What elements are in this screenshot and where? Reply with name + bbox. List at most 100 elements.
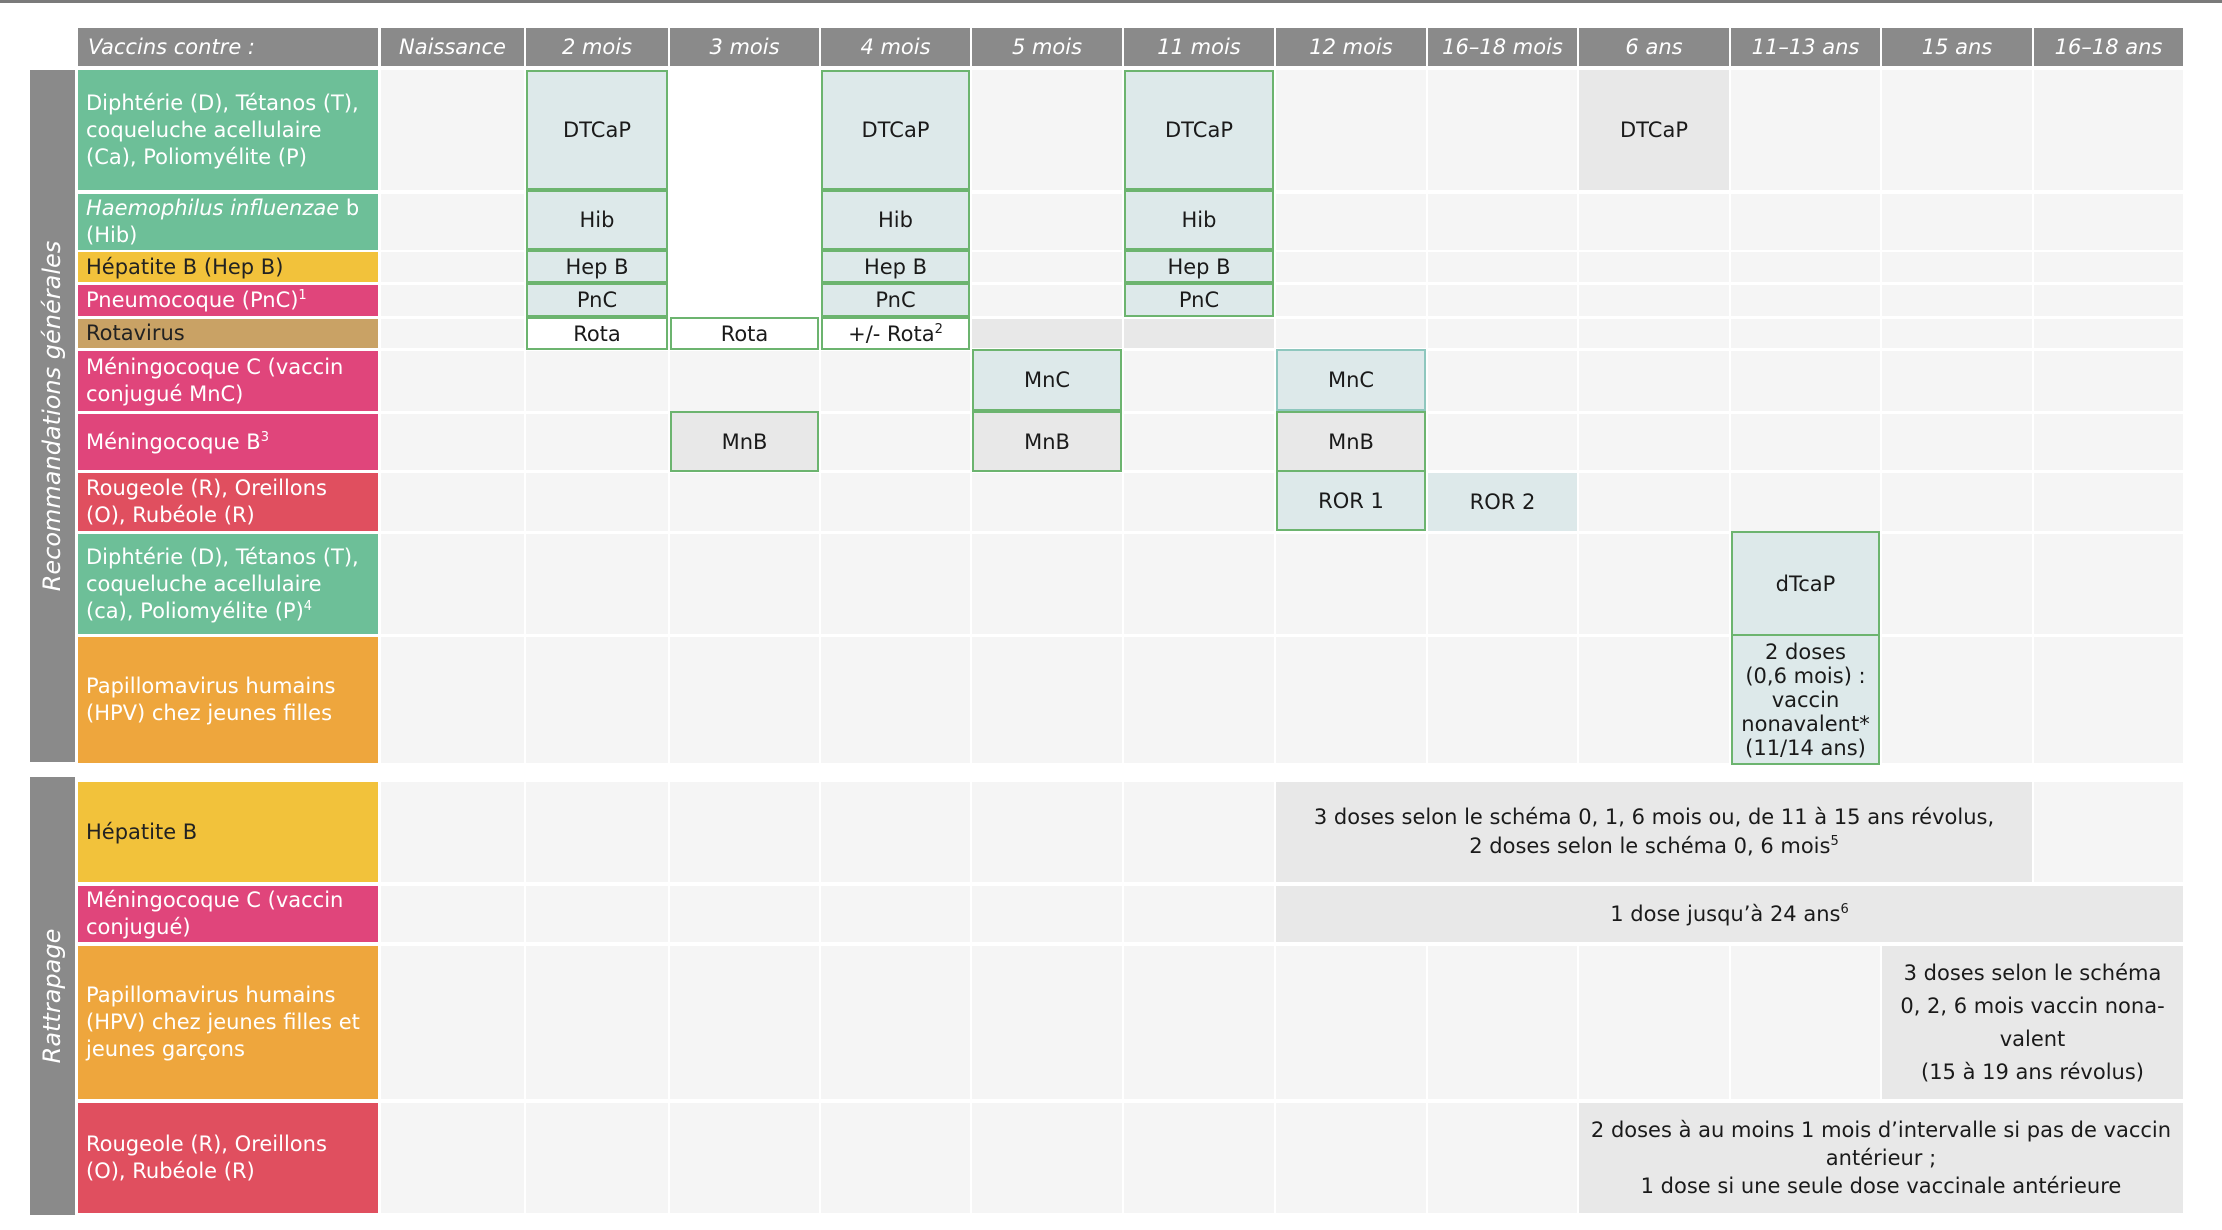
- grid-cell: [2034, 285, 2183, 316]
- row-label-dtcap-booster: Diphtérie (D), Tétanos (T), coqueluche a…: [78, 534, 378, 634]
- grid-cell: [381, 473, 524, 531]
- grid-cell: [670, 782, 819, 882]
- dose-mnb-3-mois-text: MnB: [722, 430, 768, 454]
- dose-hib: Hib: [526, 190, 668, 250]
- dose-text: nonavalent*: [1741, 711, 1870, 736]
- grid-cell: [1124, 637, 1274, 763]
- row-label-hpv-catchup: Papillomavirus humains (HPV) chez jeunes…: [78, 946, 378, 1099]
- dose-hep-b: Hep B: [526, 250, 668, 283]
- dose-mnc-5-mois-text: MnC: [1024, 368, 1070, 392]
- grid-cell: [1731, 194, 1880, 250]
- grid-cell: [972, 252, 1122, 282]
- dose-text-line: 3 doses selon le schéma: [1900, 957, 2164, 990]
- dose-text: DTCaP: [1165, 118, 1233, 142]
- grid-cell: [1124, 473, 1274, 531]
- dose-dtcap-6-ans-text: DTCaP: [1620, 118, 1688, 142]
- grid-cell: [381, 637, 524, 763]
- dose-text: PnC: [1178, 288, 1220, 312]
- row-label-main: Papillomavirus humains (HPV) chez jeunes…: [86, 674, 336, 725]
- grid-cell: [381, 782, 524, 882]
- dose-hep-b: Hep B: [1124, 250, 1274, 283]
- grid-cell: [1731, 473, 1880, 531]
- grid-cell: [2034, 414, 2183, 470]
- grid-cell: [1731, 252, 1880, 282]
- grid-cell: [1731, 351, 1880, 411]
- dose-hep-b-text: Hep B: [1167, 255, 1230, 279]
- dose-text-line: 2 doses à au moins 1 mois d’intervalle s…: [1591, 1116, 2171, 1144]
- row-label-hib: Haemophilus influenzae b (Hib): [78, 194, 378, 250]
- dose-footnote: 6: [1840, 902, 1849, 917]
- dose-text: Hib: [878, 208, 913, 232]
- row-label-main: Diphtérie (D), Tétanos (T), coqueluche a…: [86, 544, 359, 623]
- header-age-label: 16–18 mois: [1442, 35, 1563, 59]
- catchup-meningocoque-c-text: 1 dose jusqu’à 24 ans6: [1610, 902, 1849, 926]
- row-label-main: Rotavirus: [86, 321, 185, 345]
- dose-text-line: PnC: [1179, 288, 1219, 312]
- grid-cell: [381, 414, 524, 470]
- grid-cell: [381, 319, 524, 348]
- dose-text: MnC: [1327, 368, 1375, 392]
- dose-text-line: (11/14 ans): [1741, 736, 1869, 760]
- row-label-main: Rougeole (R), Oreillons (O), Rubéole (R): [86, 1132, 327, 1183]
- grid-cell: [1428, 285, 1577, 316]
- grid-cell: [821, 473, 970, 531]
- dose-hep-b: Hep B: [821, 250, 970, 283]
- dose-text-line: valent: [1900, 1023, 2164, 1056]
- grid-cell: [1428, 252, 1577, 282]
- dose-rota: Rota: [670, 317, 819, 350]
- grid-cell: [1731, 285, 1880, 316]
- grid-cell: [526, 351, 668, 411]
- grid-cell: [526, 782, 668, 882]
- row-label-text: Rougeole (R), Oreillons (O), Rubéole (R): [86, 475, 370, 529]
- row-label-text: Haemophilus influenzae b (Hib): [86, 195, 370, 249]
- row-label-text: Méningocoque C (vaccin conjugué MnC): [86, 354, 370, 408]
- dose-pnc: PnC: [821, 283, 970, 317]
- grid-cell: [1579, 319, 1729, 348]
- grid-cell: [2034, 252, 2183, 282]
- row-label-main: Pneumocoque (PnC): [86, 288, 299, 312]
- row-label-text: Rougeole (R), Oreillons (O), Rubéole (R): [86, 1131, 370, 1185]
- grid-cell: [1276, 637, 1426, 763]
- dose-mnb-5-mois: MnB: [972, 411, 1122, 472]
- row-label-hepb: Hépatite B (Hep B): [78, 252, 378, 282]
- row-label-text: Pneumocoque (PnC)1: [86, 287, 307, 314]
- row-label-text: Diphtérie (D), Tétanos (T), coqueluche a…: [86, 544, 370, 625]
- dose-rota-optional: +/- Rota2: [821, 317, 970, 350]
- row-label-dtcap: Diphtérie (D), Tétanos (T), coqueluche a…: [78, 70, 378, 190]
- dose-text-line: 1 dose si une seule dose vaccinale antér…: [1591, 1172, 2171, 1200]
- grid-cell: [670, 473, 819, 531]
- dose-mnb-5-mois-text: MnB: [1024, 430, 1070, 454]
- catchup-hepatite-b: 3 doses selon le schéma 0, 1, 6 mois ou,…: [1276, 782, 2032, 882]
- header-age-8: 16–18 mois: [1428, 28, 1577, 66]
- dose-text: Rota: [720, 321, 769, 346]
- rota-grey-cell: [1124, 319, 1274, 348]
- dose-text-line: DTCaP: [1620, 118, 1688, 142]
- dose-pnc: PnC: [526, 283, 668, 317]
- grid-cell: [1124, 351, 1274, 411]
- dose-text-line: DTCaP: [563, 118, 631, 142]
- dose-text-line: Hep B: [565, 255, 628, 279]
- dose-text-line: 3 doses selon le schéma 0, 1, 6 mois ou,…: [1314, 803, 1994, 832]
- grid-cell: [1276, 285, 1426, 316]
- dose-text: 3 doses selon le schéma 0, 1, 6 mois ou,…: [1313, 805, 1995, 829]
- row-label-ror-catchup: Rougeole (R), Oreillons (O), Rubéole (R): [78, 1103, 378, 1213]
- grid-cell: [670, 534, 819, 634]
- dose-text-line: Rota: [573, 322, 621, 346]
- dose-ror-1: ROR 1: [1276, 470, 1426, 531]
- grid-cell: [1276, 534, 1426, 634]
- dose-text: antérieur ;: [1825, 1146, 1937, 1170]
- dose-mnc-12-mois: MnC: [1276, 349, 1426, 411]
- dose-text: ROR 2: [1469, 490, 1536, 514]
- dose-text-line: Rota: [721, 322, 769, 346]
- header-age-11: 15 ans: [1882, 28, 2032, 66]
- grid-cell: [972, 886, 1122, 942]
- catchup-ror-text: 2 doses à au moins 1 mois d’intervalle s…: [1591, 1116, 2171, 1200]
- grid-cell: [670, 1103, 819, 1213]
- dose-text: MnC: [1023, 368, 1071, 392]
- grid-cell: [1882, 637, 2032, 763]
- dose-text: ROR 1: [1318, 488, 1384, 513]
- dose-dtcap-text: DTCaP: [862, 118, 930, 142]
